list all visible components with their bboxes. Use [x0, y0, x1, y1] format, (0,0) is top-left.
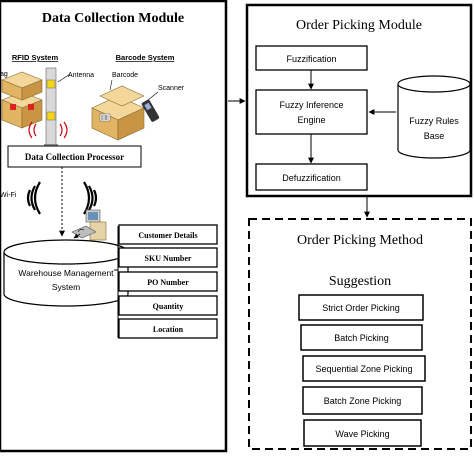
data-collection-module-title: Data Collection Module [42, 11, 184, 26]
method-suggestion-frame [248, 218, 472, 450]
field-sku-number: SKU Number [145, 254, 192, 263]
field-location: Location [153, 325, 184, 334]
wifi-icon-right [83, 181, 98, 215]
data-collection-processor-label: Data Collection Processor [25, 152, 124, 162]
method-wave-box [303, 419, 422, 447]
field-po-number-box [118, 271, 218, 292]
barcode-pointer [109, 79, 113, 91]
field-quantity-box [118, 295, 218, 316]
method-wave-picking: Wave Picking [335, 429, 389, 439]
wms-label-line1: Warehouse Management [18, 268, 114, 278]
fuzzy-inference-label-line1: Fuzzy Inference [279, 100, 343, 110]
wifi-icon-left [26, 181, 41, 215]
field-po-number: PO Number [147, 278, 189, 287]
wms-database-cylinder [3, 239, 129, 307]
method-batch-picking: Batch Picking [334, 333, 389, 343]
field-location-box [118, 318, 218, 339]
barcode-label: Barcode [112, 72, 138, 79]
wifi-label: Wi-Fi [0, 192, 17, 199]
method-batch-zone-box [302, 386, 423, 415]
method-strict-order-picking: Strict Order Picking [322, 303, 400, 313]
fuzzy-inference-engine-box [255, 89, 368, 135]
fuzzy-rules-label-line2: Base [424, 131, 445, 141]
order-picking-module-title: Order Picking Module [296, 18, 422, 33]
rfid-signal-icon [28, 121, 68, 139]
terminal-to-wms-arrow [73, 233, 81, 239]
antenna-pointer [57, 73, 71, 83]
method-sequential-zone-picking: Sequential Zone Picking [315, 364, 412, 374]
method-strict-order-box [298, 294, 424, 321]
scanner-icon [141, 99, 160, 122]
rfid-tag-label: ag [0, 71, 8, 78]
scanner-label: Scanner [158, 85, 185, 92]
order-picking-module-frame [245, 3, 473, 198]
defuzzification-label: Defuzzification [282, 173, 341, 183]
barcode-cartons-illustration [91, 85, 145, 141]
data-collection-module-frame [0, 0, 228, 453]
data-collection-processor-box [7, 145, 142, 168]
antenna-label: Antenna [68, 72, 94, 79]
method-title-line2: Suggestion [329, 274, 391, 289]
field-customer-details: Customer Details [138, 231, 197, 240]
defuzzification-box [255, 163, 368, 191]
field-quantity: Quantity [153, 302, 184, 311]
method-sequential-zone-box [302, 355, 426, 382]
fuzzy-rules-label-line1: Fuzzy Rules [409, 116, 459, 126]
method-title-line1: Order Picking Method [297, 233, 423, 248]
rfid-system-label: RFID System [12, 53, 59, 62]
field-sku-number-box [118, 247, 218, 268]
fuzzy-rules-base-cylinder [397, 75, 471, 159]
wms-label-line2: System [52, 282, 80, 292]
method-batch-box [300, 324, 423, 351]
method-batch-zone-picking: Batch Zone Picking [324, 396, 402, 406]
field-customer-details-box [118, 224, 218, 245]
scanner-pointer [147, 91, 159, 101]
field-list: Customer Details SKU Number PO Number Qu… [118, 224, 218, 339]
barcode-system-label: Barcode System [116, 53, 175, 62]
rfid-cartons-illustration [1, 71, 43, 129]
antenna-icon [44, 67, 58, 148]
fuzzy-inference-label-line2: Engine [297, 115, 325, 125]
fuzzification-label: Fuzzification [286, 54, 336, 64]
